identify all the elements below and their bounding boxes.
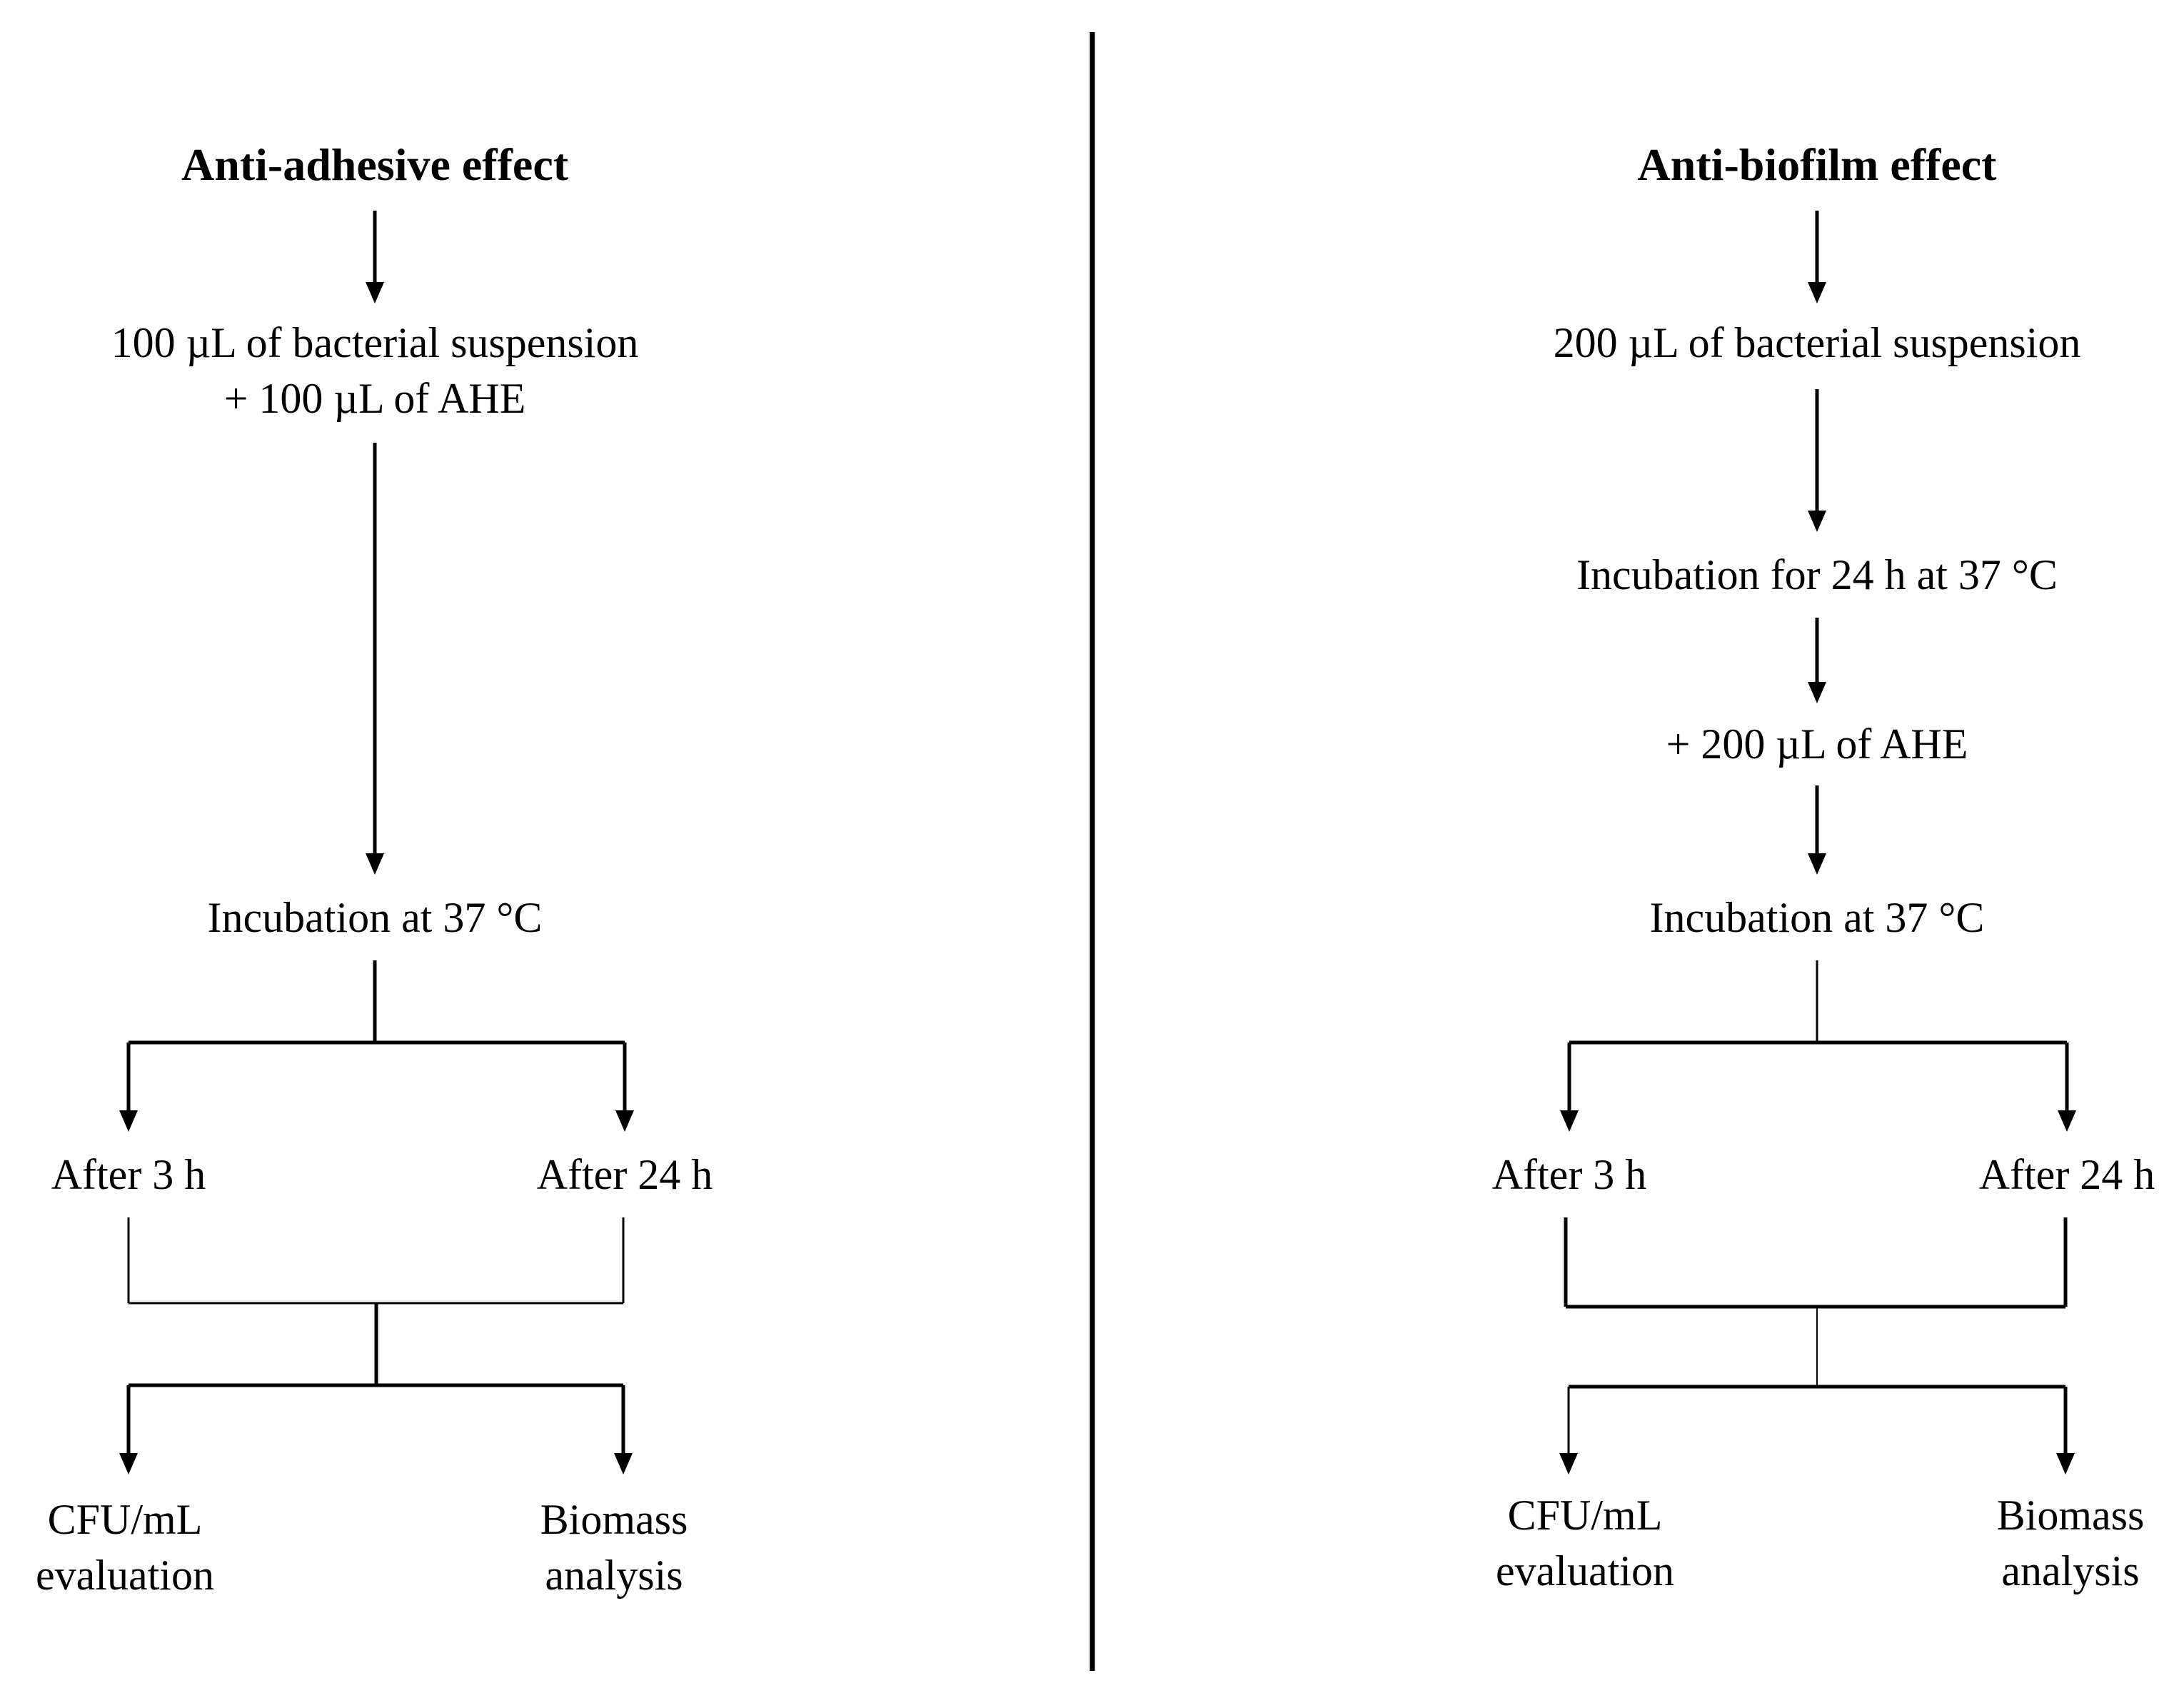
arrow-left-step1-to-incubation bbox=[366, 443, 384, 875]
left-split-connector bbox=[119, 960, 634, 1132]
anti-adhesive-title: Anti-adhesive effect bbox=[181, 139, 569, 190]
left-merge-connector bbox=[119, 1217, 633, 1475]
right-merge-connector bbox=[1559, 1217, 2075, 1475]
right-incubation-text: Incubation at 37 °C bbox=[1650, 894, 1985, 941]
left-after-24h-text: After 24 h bbox=[537, 1151, 713, 1198]
right-preincubation-text: Incubation for 24 h at 37 °C bbox=[1576, 551, 2058, 598]
left-cfu-evaluation-label: evaluation bbox=[36, 1552, 214, 1599]
arrow-right-title-to-step1 bbox=[1808, 211, 1826, 303]
right-cfu-evaluation-label: evaluation bbox=[1496, 1547, 1674, 1594]
right-biomass-analysis-label: analysis bbox=[2001, 1547, 2139, 1594]
arrow-right-ahe-to-incubation bbox=[1808, 785, 1826, 875]
left-biomass-label: Biomass bbox=[540, 1496, 688, 1543]
left-after-3h-text: After 3 h bbox=[51, 1151, 206, 1198]
arrow-left-title-to-step1 bbox=[366, 211, 384, 303]
right-after-3h-text: After 3 h bbox=[1492, 1151, 1647, 1198]
left-ahe-addition-text: + 100 µL of AHE bbox=[224, 375, 526, 422]
anti-adhesive-panel: Anti-adhesive effect 100 µL of bacterial… bbox=[36, 139, 713, 1599]
right-ahe-addition-text: + 200 µL of AHE bbox=[1666, 720, 1968, 768]
anti-biofilm-title: Anti-biofilm effect bbox=[1638, 139, 1998, 190]
left-suspension-text: 100 µL of bacterial suspension bbox=[111, 319, 639, 366]
right-suspension-text: 200 µL of bacterial suspension bbox=[1554, 319, 2081, 366]
left-cfu-label: CFU/mL bbox=[48, 1496, 203, 1543]
right-after-24h-text: After 24 h bbox=[1979, 1151, 2155, 1198]
left-biomass-analysis-label: analysis bbox=[545, 1552, 683, 1599]
right-split-connector bbox=[1560, 960, 2076, 1132]
right-biomass-label: Biomass bbox=[1997, 1492, 2145, 1539]
anti-biofilm-panel: Anti-biofilm effect 200 µL of bacterial … bbox=[1492, 139, 2155, 1594]
right-cfu-label: CFU/mL bbox=[1508, 1492, 1663, 1539]
arrow-right-step1-to-preincubation bbox=[1808, 389, 1826, 532]
arrow-right-preincubation-to-ahe bbox=[1808, 618, 1826, 703]
left-incubation-text: Incubation at 37 °C bbox=[208, 894, 543, 941]
